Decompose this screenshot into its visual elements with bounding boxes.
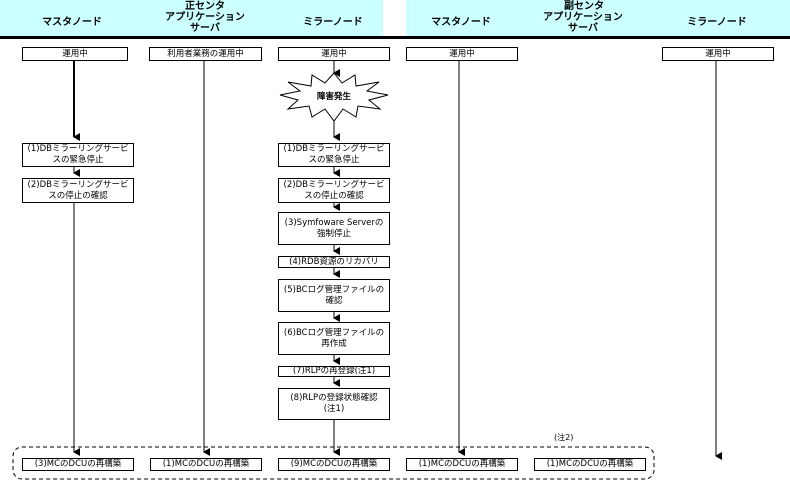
secondary-center-title: 副センタ [564, 1, 604, 12]
s-master-status: 運用中 [406, 47, 518, 61]
s-app-rebuild: (1)MCのDCUの再構築 [534, 458, 646, 471]
p-app-status: 利用者業務の運用中 [149, 47, 262, 61]
p-mirror-step-6: (6)BCログ管理ファイルの 再作成 [278, 322, 390, 355]
p-mirror-step-1: (1)DBミラーリングサービ スの緊急停止 [278, 143, 390, 167]
p-mirror-rebuild: (9)MCのDCUの再構築 [278, 458, 390, 471]
primary-mirror-title: ミラーノード [303, 17, 363, 28]
s-master-rebuild: (1)MCのDCUの再構築 [406, 458, 518, 471]
p-master-status: 運用中 [22, 47, 128, 61]
header-divider [0, 36, 790, 39]
primary-center-title: 正センタ [185, 1, 225, 12]
secondary-mirror-title: ミラーノード [687, 17, 747, 28]
secondary-app-title: アプリケーション サーバ [543, 12, 623, 34]
p-mirror-status: 運用中 [278, 47, 390, 61]
p-mirror-step-7: (7)RLPの再登録(注1) [278, 366, 390, 377]
primary-center-header [0, 0, 383, 36]
failure-burst [279, 72, 389, 122]
p-master-step-1: (1)DBミラーリングサービ スの緊急停止 [22, 143, 134, 167]
secondary-center-header [406, 0, 790, 36]
p-mirror-step-3: (3)Symfoware Serverの 強制停止 [278, 212, 390, 245]
s-mirror-status: 運用中 [662, 47, 774, 61]
p-mirror-step-8: (8)RLPの登録状態確認 (注1) [278, 388, 390, 420]
p-master-rebuild: (3)MCのDCUの再構築 [22, 458, 134, 471]
primary-master-title: マスタノード [42, 17, 102, 28]
secondary-master-title: マスタノード [431, 17, 491, 28]
p-mirror-step-5: (5)BCログ管理ファイルの 確認 [278, 279, 390, 312]
p-mirror-step-4: (4)RDB資源のリカバリ [278, 256, 390, 268]
p-master-step-2: (2)DBミラーリングサービ スの停止の確認 [22, 178, 134, 203]
note-2-label: (注2) [554, 433, 574, 442]
primary-app-title: アプリケーション サーバ [165, 12, 245, 34]
failure-event-label: 障害発生 [316, 92, 351, 102]
p-mirror-step-2: (2)DBミラーリングサービ スの停止の確認 [278, 178, 390, 203]
p-app-rebuild: (1)MCのDCUの再構築 [150, 458, 262, 471]
